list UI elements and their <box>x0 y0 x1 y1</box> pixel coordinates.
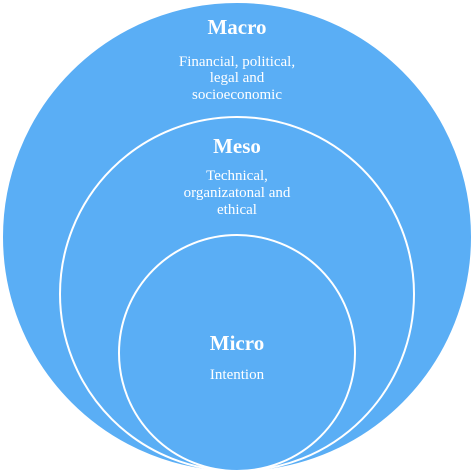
meso-line-1: Technical, <box>206 168 268 184</box>
meso-title: Meso <box>213 134 261 158</box>
micro-circle <box>118 234 356 472</box>
micro-line-1: Intention <box>210 367 265 383</box>
macro-line-2: legal and <box>210 70 265 86</box>
meso-line-2: organizatonal and <box>184 185 291 201</box>
macro-title: Macro <box>207 15 266 39</box>
macro-line-1: Financial, political, <box>179 54 295 70</box>
meso-line-3: ethical <box>217 202 257 218</box>
micro-title: Micro <box>210 331 264 355</box>
macro-line-3: socioeconomic <box>192 87 282 103</box>
